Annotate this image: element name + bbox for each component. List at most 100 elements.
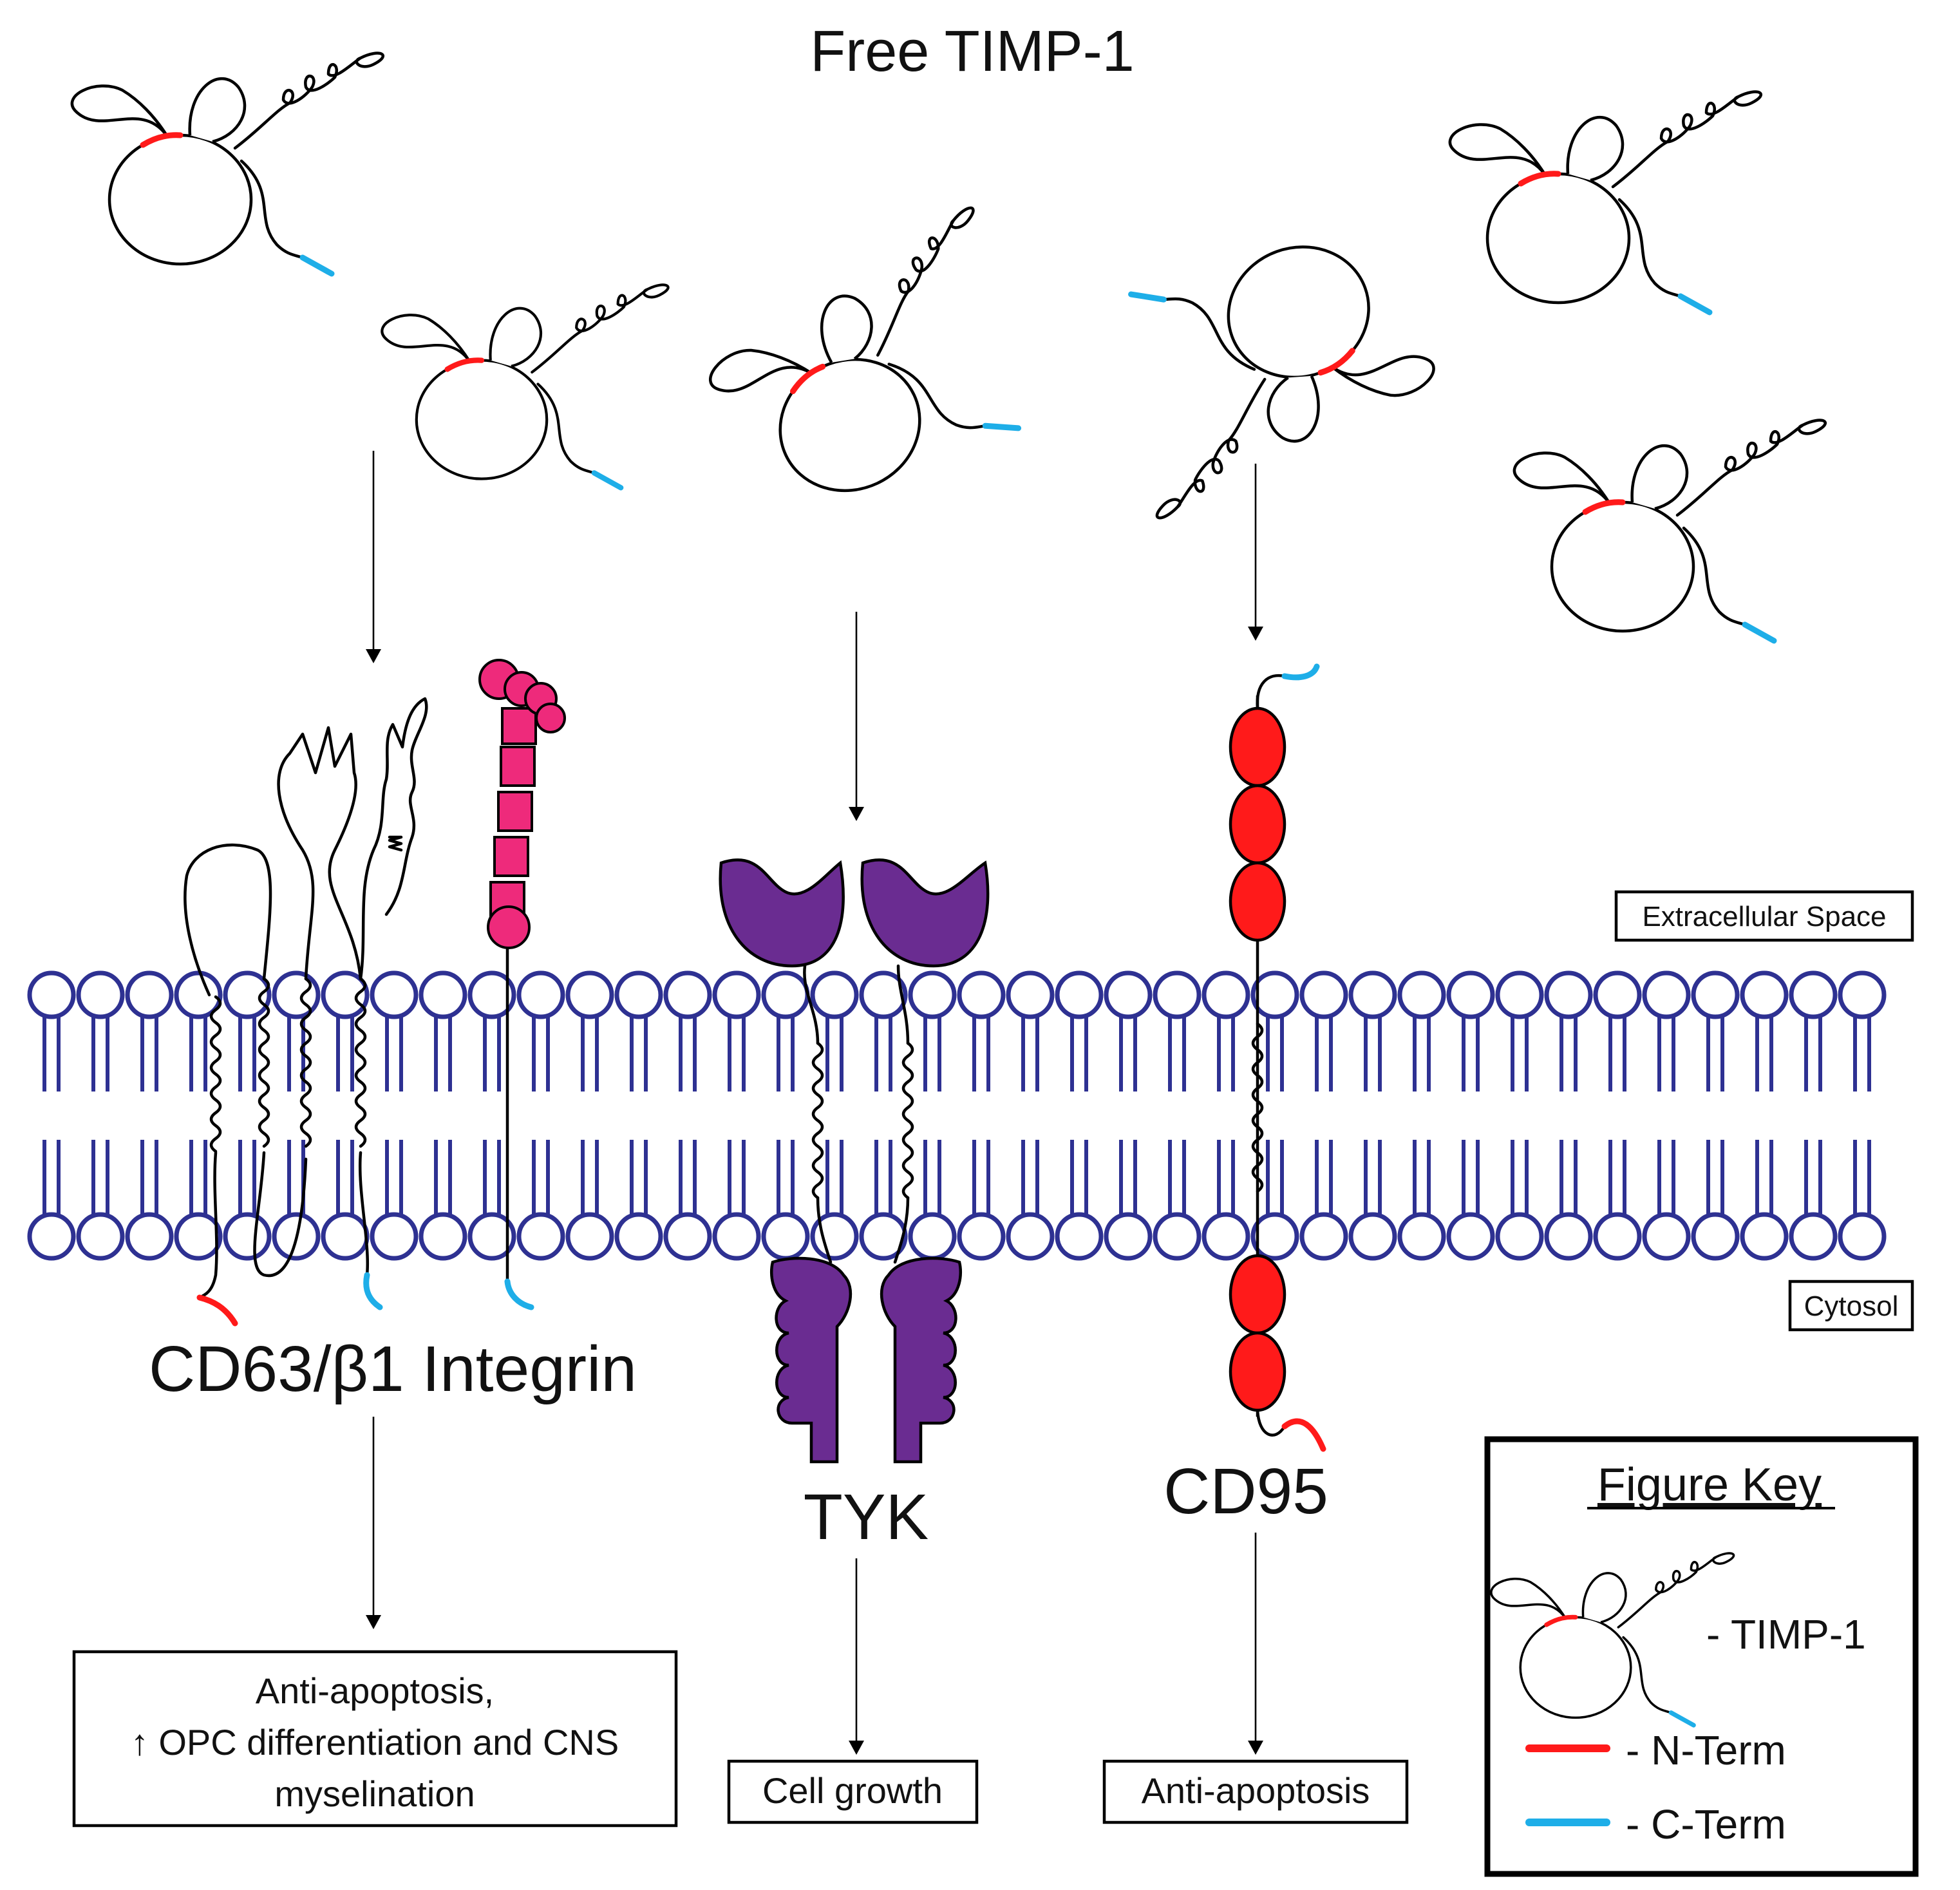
- cd63-receptor: [184, 697, 428, 1327]
- lipid-head: [1299, 970, 1348, 1019]
- cd95-receptor: [1229, 663, 1326, 1452]
- lipid-head: [565, 1212, 614, 1261]
- lipid-head: [1397, 970, 1446, 1019]
- lipid-head: [1691, 1212, 1740, 1261]
- arrowhead: [1248, 627, 1263, 641]
- lipid-head: [223, 1212, 272, 1261]
- timp1-molecule: [382, 285, 668, 487]
- lipid-head: [1740, 970, 1789, 1019]
- lipid-head: [761, 1212, 810, 1261]
- lipid-head: [27, 970, 76, 1019]
- lipid-head: [1789, 1212, 1838, 1261]
- lipid-head: [467, 970, 516, 1019]
- timp1-molecule: [690, 207, 1065, 538]
- lipid-head: [614, 970, 663, 1019]
- timp1-molecule: [72, 53, 383, 274]
- lipid-head: [1250, 1212, 1299, 1261]
- lipid-head: [1642, 1212, 1691, 1261]
- diagram-title: Free TIMP-1: [810, 19, 1134, 84]
- lipid-head: [467, 1212, 516, 1261]
- arrowhead: [366, 649, 381, 663]
- lipid-head: [419, 970, 467, 1019]
- lipid-head: [1789, 970, 1838, 1019]
- lipid-head: [614, 1212, 663, 1261]
- extracellular-space-tag: Extracellular Space: [1614, 890, 1914, 942]
- lipid-bilayer-membrane: [27, 970, 1887, 1261]
- timp1-molecule: [1083, 205, 1451, 519]
- key-cterm-label: - C-Term: [1626, 1801, 1786, 1847]
- integrin-label: CD63/β1 Integrin: [149, 1333, 637, 1405]
- lipid-head: [1838, 970, 1887, 1019]
- lipid-head: [859, 1212, 908, 1261]
- integrin-outcome-box: Anti-apoptosis, ↑ OPC differentiation an…: [72, 1650, 678, 1828]
- figure-key-title: Figure Key: [1597, 1459, 1822, 1511]
- lipid-head: [1153, 1212, 1201, 1261]
- lipid-head: [321, 970, 370, 1019]
- lipid-head: [1055, 1212, 1104, 1261]
- lipid-head: [125, 970, 174, 1019]
- lipid-head: [957, 1212, 1006, 1261]
- lipid-head: [1446, 1212, 1495, 1261]
- integrin-outcome-line1: Anti-apoptosis,: [256, 1670, 494, 1711]
- lipid-head: [859, 970, 908, 1019]
- cd95-label: CD95: [1164, 1455, 1328, 1527]
- lipid-head: [1397, 1212, 1446, 1261]
- tyk-outcome-box: Cell growth: [727, 1759, 979, 1824]
- cd95-outcome-text: Anti-apoptosis: [1142, 1770, 1370, 1811]
- lipid-head: [76, 1212, 125, 1261]
- lipid-head: [565, 970, 614, 1019]
- key-nterm-label: - N-Term: [1626, 1727, 1786, 1773]
- lipid-head: [957, 970, 1006, 1019]
- lipid-head: [1495, 1212, 1544, 1261]
- lipid-head: [1104, 970, 1153, 1019]
- lipid-head: [27, 1212, 76, 1261]
- lipid-head: [712, 970, 761, 1019]
- lipid-head: [1348, 1212, 1397, 1261]
- arrowhead: [849, 1741, 864, 1755]
- lipid-head: [174, 970, 223, 1019]
- lipid-head: [1299, 1212, 1348, 1261]
- cd95-outcome-box: Anti-apoptosis: [1102, 1759, 1409, 1824]
- figure-key: Figure Key - TIMP-1 - N-Term - C-Term: [1484, 1436, 1919, 1877]
- lipid-head: [1740, 1212, 1789, 1261]
- lipid-head: [1544, 970, 1593, 1019]
- arrowhead: [366, 1615, 381, 1629]
- lipid-head: [908, 1212, 957, 1261]
- lipid-head: [1691, 970, 1740, 1019]
- lipid-head: [663, 970, 712, 1019]
- lipid-head: [1593, 970, 1642, 1019]
- integrin-outcome-line2: ↑ OPC differentiation and CNS: [131, 1722, 619, 1762]
- lipid-head: [908, 970, 957, 1019]
- lipid-head: [1201, 970, 1250, 1019]
- lipid-head: [1055, 970, 1104, 1019]
- lipid-head: [1544, 1212, 1593, 1261]
- lipid-head: [76, 970, 125, 1019]
- lipid-head: [125, 1212, 174, 1261]
- lipid-head: [516, 970, 565, 1019]
- lipid-head: [174, 1212, 223, 1261]
- lipid-head: [1006, 1212, 1055, 1261]
- beta1-integrin-receptor: [478, 659, 566, 1310]
- cytosol-tag: Cytosol: [1788, 1280, 1914, 1332]
- lipid-head: [223, 970, 272, 1019]
- timp1-molecule: [1450, 92, 1761, 312]
- lipid-head: [1838, 1212, 1887, 1261]
- lipid-head: [1642, 970, 1691, 1019]
- tyk-receptor: [719, 858, 990, 1464]
- lipid-head: [1250, 970, 1299, 1019]
- arrowhead: [1248, 1741, 1263, 1755]
- integrin-outcome-line3: myselination: [274, 1773, 475, 1814]
- lipid-head: [1104, 1212, 1153, 1261]
- lipid-head: [1495, 970, 1544, 1019]
- lipid-head: [321, 1212, 370, 1261]
- lipid-head: [1593, 1212, 1642, 1261]
- lipid-head: [419, 1212, 467, 1261]
- arrowhead: [849, 807, 864, 821]
- lipid-head: [761, 970, 810, 1019]
- lipid-head: [370, 1212, 419, 1261]
- lipid-head: [810, 970, 859, 1019]
- key-timp1-label: - TIMP-1: [1706, 1611, 1866, 1658]
- lipid-head: [663, 1212, 712, 1261]
- lipid-head: [370, 970, 419, 1019]
